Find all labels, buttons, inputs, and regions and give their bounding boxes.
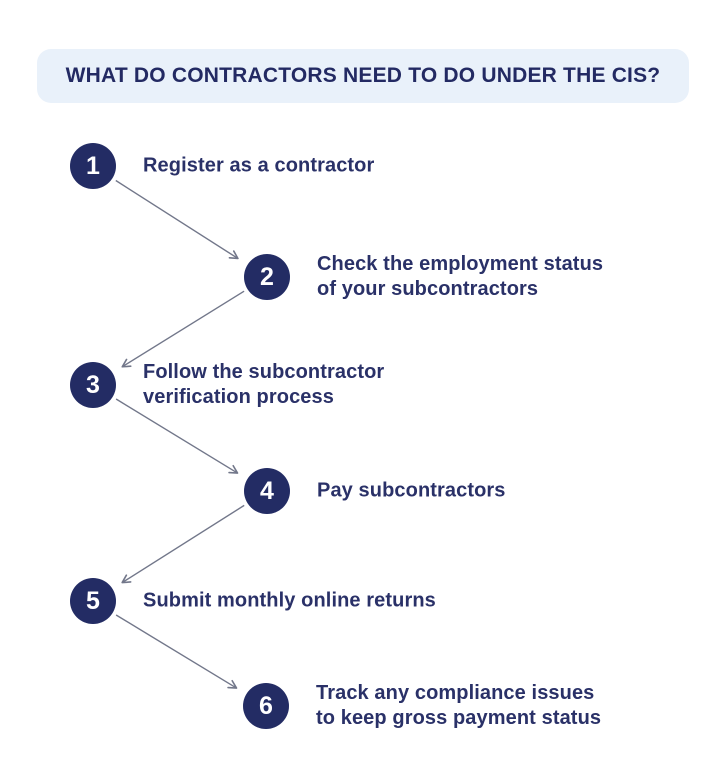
- step-number: 3: [86, 370, 100, 399]
- step-number-badge: 3: [70, 362, 116, 408]
- step-number-badge: 2: [244, 254, 290, 300]
- step-number-badge: 1: [70, 143, 116, 189]
- step-label: Submit monthly online returns: [143, 589, 436, 612]
- step-item: 1 Register as a contractor: [70, 143, 374, 189]
- step-number-badge: 5: [70, 578, 116, 624]
- step-label: Pay subcontractors: [317, 479, 506, 502]
- step-item: 6 Track any compliance issues to keep gr…: [243, 682, 601, 729]
- step-label: Register as a contractor: [143, 154, 375, 177]
- header-banner: WHAT DO CONTRACTORS NEED TO DO UNDER THE…: [37, 49, 689, 103]
- step-number: 1: [86, 151, 100, 180]
- step-number-badge: 4: [244, 468, 290, 514]
- step-number: 4: [260, 476, 274, 505]
- step-item: 2 Check the employment status of your su…: [244, 253, 603, 300]
- step-label: Track any compliance issues to keep gros…: [316, 682, 602, 729]
- step-number: 2: [260, 262, 274, 291]
- step-label: Follow the subcontractor verification pr…: [143, 361, 385, 408]
- page-title: WHAT DO CONTRACTORS NEED TO DO UNDER THE…: [65, 64, 661, 87]
- step-number: 5: [86, 586, 100, 615]
- step-item: 3 Follow the subcontractor verification …: [70, 361, 384, 408]
- step-number: 6: [259, 691, 273, 720]
- step-number-badge: 6: [243, 683, 289, 729]
- step-item: 5 Submit monthly online returns: [70, 578, 436, 624]
- step-label: Check the employment status of your subc…: [317, 253, 604, 300]
- step-item: 4 Pay subcontractors: [244, 468, 505, 514]
